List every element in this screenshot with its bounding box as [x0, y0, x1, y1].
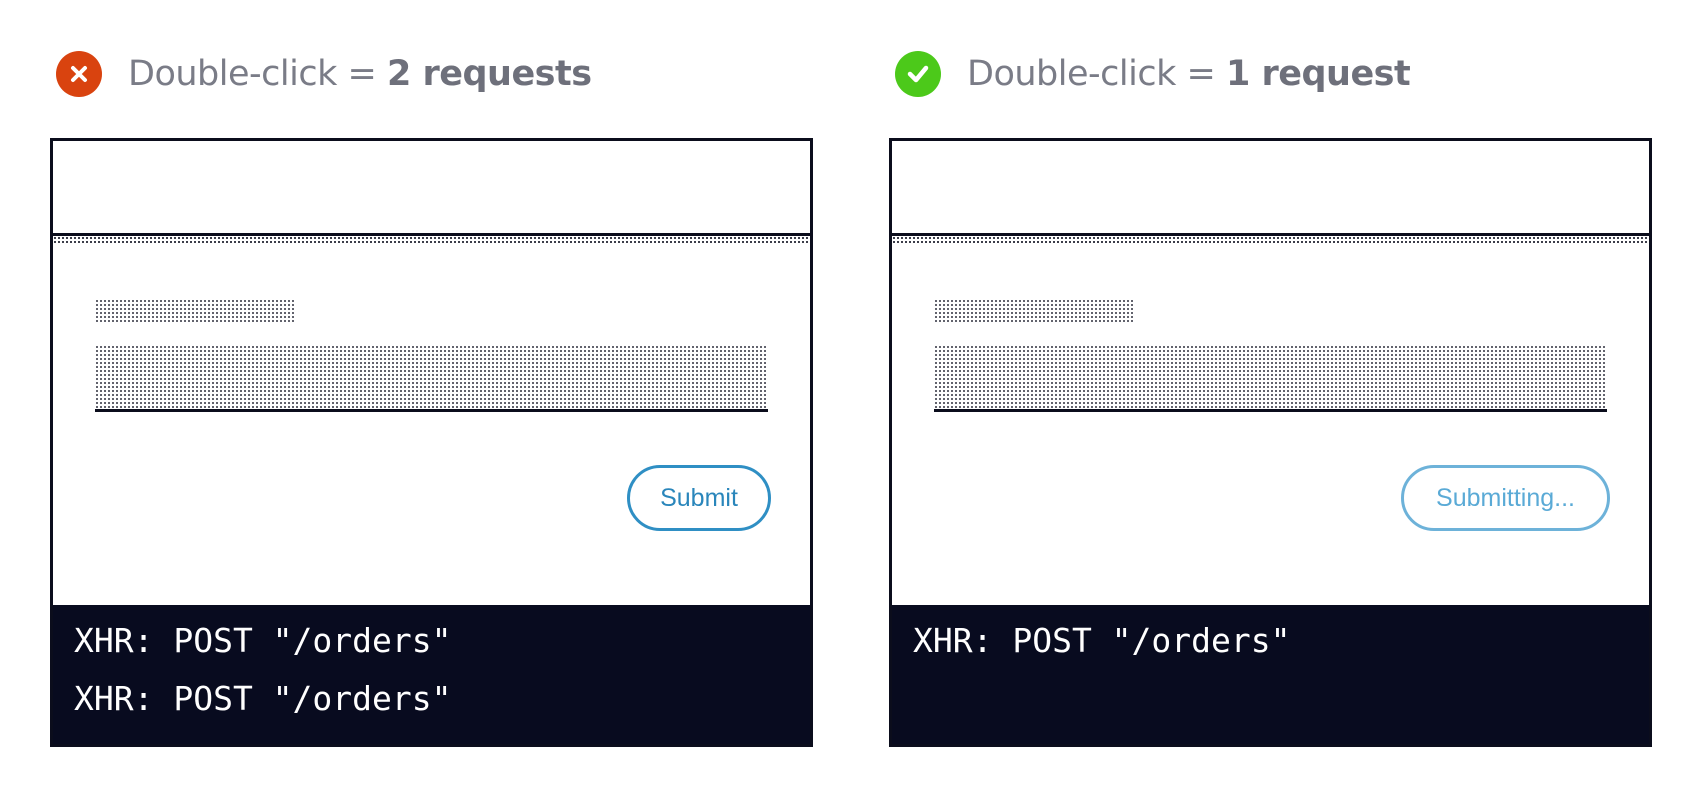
- heading-prefix: Double-click =: [967, 54, 1226, 94]
- cross-icon: [56, 51, 102, 97]
- heading-text: Double-click = 2 requests: [128, 54, 592, 94]
- field-label-placeholder: [95, 299, 295, 323]
- page-header-placeholder: [53, 236, 810, 245]
- console-line: XHR: POST "/orders": [74, 679, 452, 718]
- submit-button[interactable]: Submit: [627, 465, 771, 531]
- browser-toolbar: [53, 141, 810, 236]
- panel-with-protection: Double-click = 1 request Submitting... X…: [889, 0, 1652, 796]
- network-console: XHR: POST "/orders": [892, 605, 1649, 744]
- console-line: XHR: POST "/orders": [74, 621, 452, 660]
- text-input-placeholder[interactable]: [95, 345, 768, 412]
- heading-text: Double-click = 1 request: [967, 54, 1411, 94]
- browser-toolbar: [892, 141, 1649, 236]
- browser-mockup: Submit XHR: POST "/orders" XHR: POST "/o…: [50, 138, 813, 747]
- text-input-placeholder[interactable]: [934, 345, 1607, 412]
- panel-without-protection: Double-click = 2 requests Submit XHR: PO…: [50, 0, 813, 796]
- submitting-button[interactable]: Submitting...: [1401, 465, 1610, 531]
- panel-heading: Double-click = 2 requests: [56, 50, 592, 98]
- page-header-placeholder: [892, 236, 1649, 245]
- panel-heading: Double-click = 1 request: [895, 50, 1411, 98]
- heading-count: 2 requests: [386, 54, 592, 94]
- console-line: XHR: POST "/orders": [913, 621, 1291, 660]
- network-console: XHR: POST "/orders" XHR: POST "/orders": [53, 605, 810, 744]
- heading-prefix: Double-click =: [128, 54, 387, 94]
- heading-count: 1 request: [1225, 54, 1411, 94]
- browser-mockup: Submitting... XHR: POST "/orders": [889, 138, 1652, 747]
- field-label-placeholder: [934, 299, 1134, 323]
- check-icon: [895, 51, 941, 97]
